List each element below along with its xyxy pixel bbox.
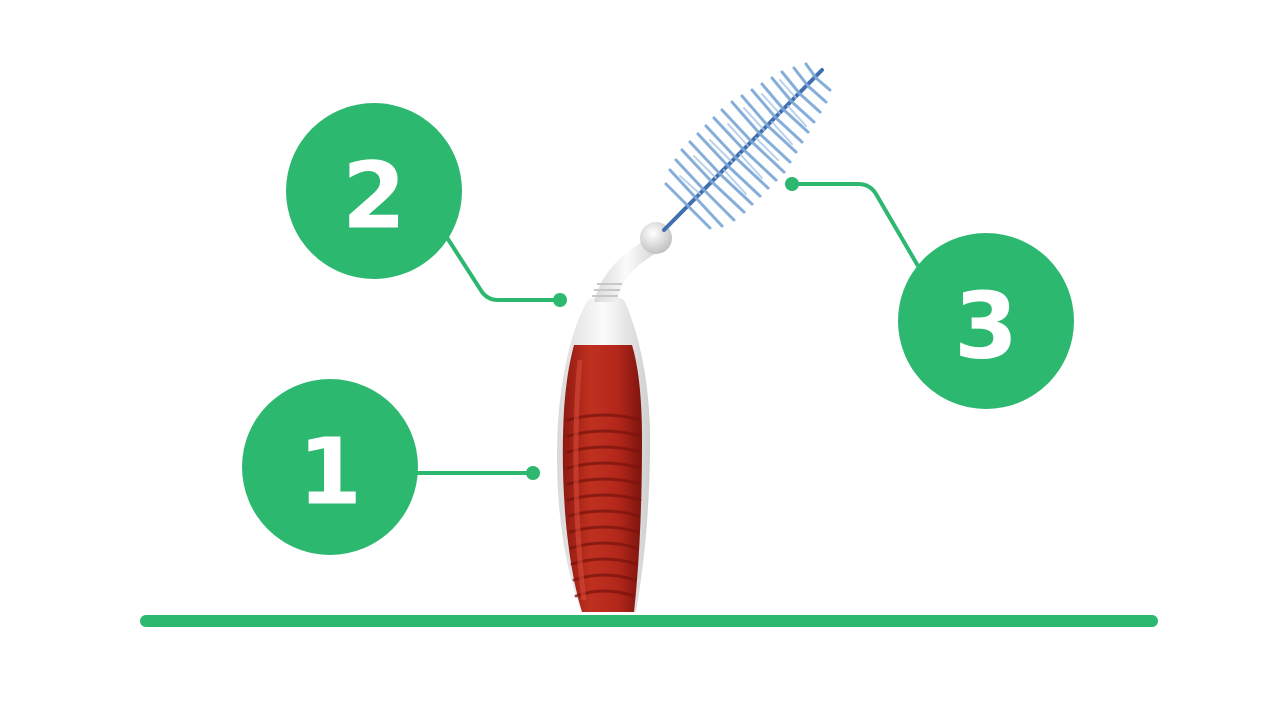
callout-3-badge [898, 233, 1074, 409]
callout-3-number: 3 [954, 273, 1018, 380]
callout-2-leader [444, 234, 560, 302]
callout-3-leader [792, 182, 920, 268]
grip-highlight [573, 359, 587, 601]
callout-3-endpoint [785, 177, 799, 191]
callout-1: 1 [242, 379, 540, 555]
angled-neck [594, 236, 660, 302]
callout-2-number: 2 [342, 143, 406, 250]
callout-2: 2 [286, 103, 567, 307]
callout-2-endpoint [553, 293, 567, 307]
callout-1-endpoint [526, 466, 540, 480]
brush-bristles-shade [679, 79, 807, 195]
callout-1-badge [242, 379, 418, 555]
neck-rings [592, 283, 622, 297]
brush-bristles [664, 62, 832, 230]
callout-3: 3 [785, 177, 1074, 409]
callout-2-badge [286, 103, 462, 279]
callout-1-number: 1 [298, 419, 362, 526]
interdental-brush-illustration [556, 62, 832, 612]
